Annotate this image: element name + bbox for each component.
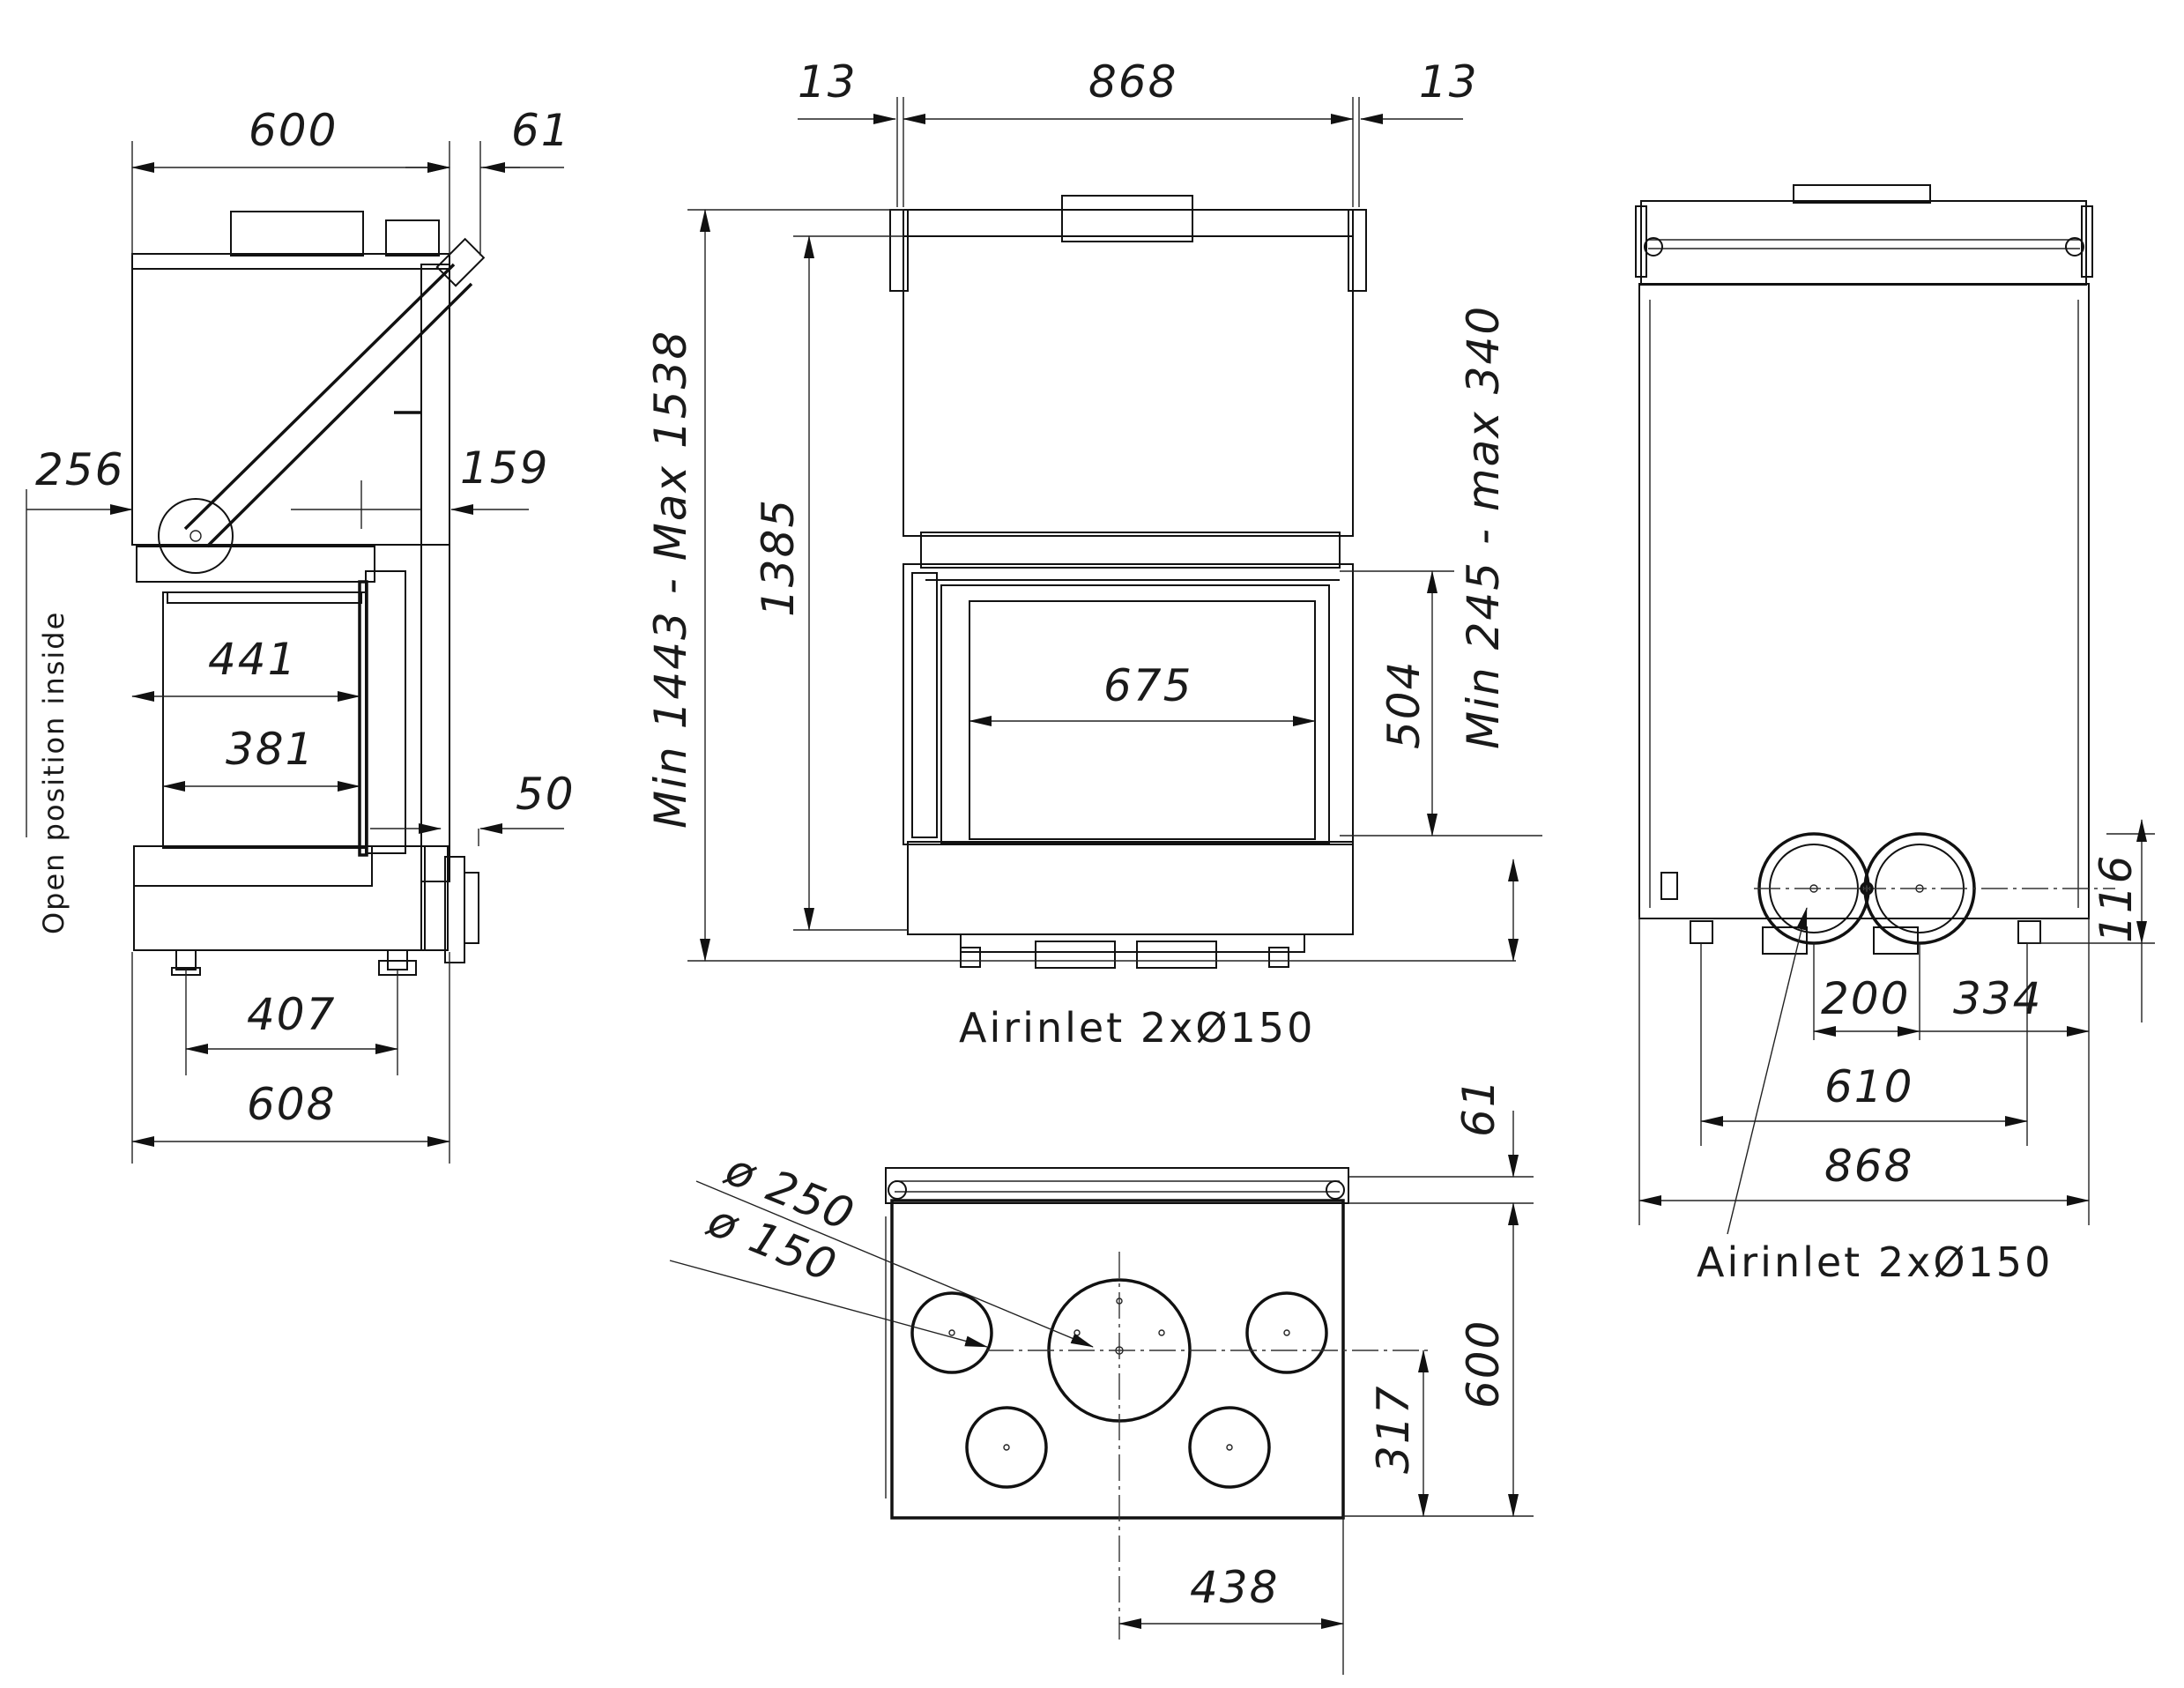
dim-inner-depth-a: 441 <box>208 634 297 685</box>
top-view: 61 ø 250 ø 150 600 317 438 <box>669 1077 1534 1675</box>
dim-right-height: 159 <box>460 442 549 494</box>
dim-top-offset-61: 61 <box>1453 1077 1504 1137</box>
door-open-note: Open position inside <box>37 611 71 934</box>
dim-top-width: 600 <box>249 105 338 156</box>
side-view: 600 61 256 159 441 381 50 407 608 Open p… <box>26 105 576 1164</box>
front-view: 13 868 13 Min 1443 - Max 1538 1385 675 5… <box>645 56 1542 1052</box>
dim-left-gap: 13 <box>798 56 858 108</box>
dim-inlet-spacing: 200 <box>1821 973 1910 1024</box>
dim-top-offset: 61 <box>511 105 571 156</box>
dim-height-range: Min 1443 - Max 1538 <box>645 330 696 829</box>
top-port-lower-right <box>1188 1406 1271 1489</box>
dim-depth: 600 <box>1458 1320 1509 1409</box>
dim-inner-depth-b: 381 <box>226 724 315 775</box>
rear-view: 116 200 334 610 868 Airinlet 2xØ150 <box>1635 184 2155 1286</box>
rear-airinlet-label: Airinlet 2xØ150 <box>1697 1238 2053 1286</box>
dim-rear-width: 868 <box>1824 1141 1913 1192</box>
dim-center-offset-y: 317 <box>1368 1385 1419 1474</box>
dim-inlet-height: 116 <box>2091 854 2142 943</box>
top-port-lower-left <box>965 1406 1048 1489</box>
dim-width: 868 <box>1088 56 1177 108</box>
dim-inlet-offset: 334 <box>1953 973 2042 1024</box>
dim-foot-span: 407 <box>247 989 336 1040</box>
dim-base-step: 50 <box>516 769 576 820</box>
dim-left-height: 256 <box>35 444 124 495</box>
dim-overall-depth: 608 <box>247 1079 336 1130</box>
top-port-upper-right <box>1245 1291 1328 1374</box>
dim-right-gap: 13 <box>1419 56 1479 108</box>
dim-height: 1385 <box>753 498 804 617</box>
top-port-upper-left <box>910 1291 993 1374</box>
dim-glass-height: 504 <box>1378 660 1430 749</box>
front-airinlet-label: Airinlet 2xØ150 <box>959 1004 1315 1052</box>
dim-glass-width: 675 <box>1103 660 1192 711</box>
dim-rear-foot-span: 610 <box>1824 1061 1913 1112</box>
dim-top-range: Min 245 - max 340 <box>1458 305 1509 749</box>
dim-center-offset-x: 438 <box>1190 1562 1279 1613</box>
